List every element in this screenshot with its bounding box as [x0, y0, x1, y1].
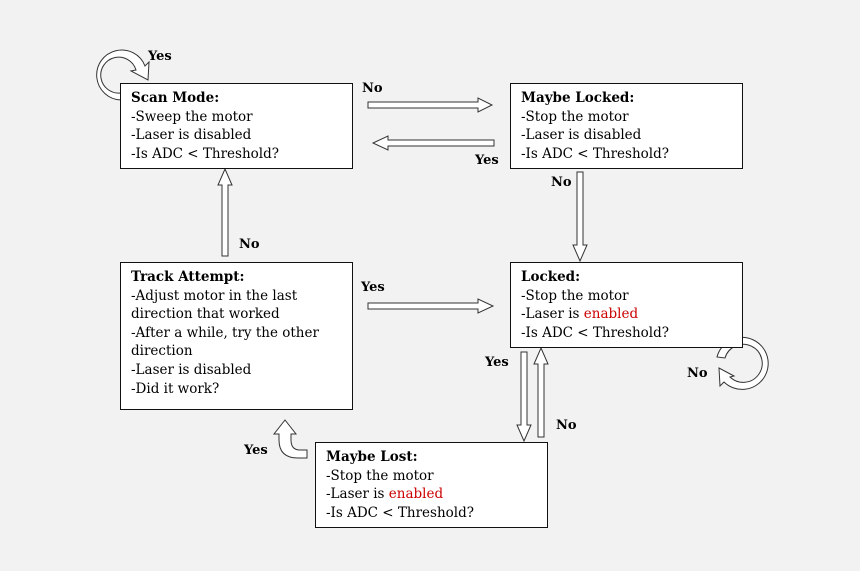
label-track-to-scan-no: No — [239, 237, 260, 252]
track-attempt-line-2: -After a while, try the other direction — [131, 324, 319, 360]
track-attempt-line-3: -Laser is disabled — [131, 361, 252, 378]
arrow-track-to-locked — [367, 298, 495, 314]
arrow-maybe-lost-to-track — [272, 419, 308, 459]
label-maybe-locked-to-locked-no: No — [551, 175, 572, 190]
maybe-locked-line-2: -Laser is disabled — [521, 127, 642, 144]
maybe-lost-enabled-highlight: enabled — [388, 486, 444, 503]
locked-title: Locked: — [521, 269, 581, 285]
track-attempt-line-4: -Did it work? — [131, 380, 220, 397]
label-scan-to-maybe-locked-no: No — [362, 81, 383, 96]
label-locked-self-no: No — [687, 366, 708, 381]
scan-mode-title: Scan Mode: — [131, 90, 220, 106]
label-maybe-lost-to-locked-no: No — [556, 418, 577, 433]
maybe-lost-line-3: -Is ADC < Threshold? — [326, 504, 474, 521]
scan-mode-line-3: -Is ADC < Threshold? — [131, 145, 279, 162]
arrow-maybe-lost-to-locked — [533, 346, 549, 438]
locked-box: Locked: -Stop the motor -Laser is enable… — [510, 262, 743, 348]
label-locked-to-maybe-lost-yes: Yes — [485, 355, 509, 370]
maybe-lost-box: Maybe Lost: -Stop the motor -Laser is en… — [315, 442, 548, 528]
maybe-locked-line-3: -Is ADC < Threshold? — [521, 145, 669, 162]
arrow-scan-self-loop — [96, 49, 150, 101]
label-track-to-locked-yes: Yes — [361, 280, 385, 295]
maybe-lost-title: Maybe Lost: — [326, 449, 418, 465]
maybe-lost-line-2: -Laser is enabled — [326, 485, 537, 504]
label-maybe-lost-to-track-yes: Yes — [244, 443, 268, 458]
label-scan-self-yes: Yes — [148, 49, 172, 64]
arrow-locked-to-maybe-lost — [516, 351, 532, 443]
locked-line-2: -Laser is enabled — [521, 305, 732, 324]
label-maybe-locked-to-scan-yes: Yes — [475, 153, 499, 168]
arrow-maybe-locked-to-scan — [371, 135, 495, 151]
arrow-track-to-scan — [217, 167, 233, 257]
maybe-locked-line-1: -Stop the motor — [521, 108, 629, 125]
arrow-scan-to-maybe-locked — [367, 97, 494, 113]
arrow-locked-self-loop — [716, 336, 769, 390]
arrow-maybe-locked-to-locked — [572, 171, 588, 263]
locked-line-3: -Is ADC < Threshold? — [521, 324, 669, 341]
maybe-locked-title: Maybe Locked: — [521, 90, 635, 106]
track-attempt-line-1: -Adjust motor in the last direction that… — [131, 287, 298, 323]
track-attempt-box: Track Attempt: -Adjust motor in the last… — [120, 262, 353, 410]
locked-enabled-highlight: enabled — [583, 306, 639, 323]
scan-mode-line-1: -Sweep the motor — [131, 108, 253, 125]
track-attempt-title: Track Attempt: — [131, 269, 245, 285]
locked-line-2-prefix: -Laser is — [521, 306, 584, 323]
scan-mode-line-2: -Laser is disabled — [131, 127, 252, 144]
locked-line-1: -Stop the motor — [521, 287, 629, 304]
maybe-lost-line-1: -Stop the motor — [326, 467, 434, 484]
maybe-lost-line-2-prefix: -Laser is — [326, 486, 389, 503]
maybe-locked-box: Maybe Locked: -Stop the motor -Laser is … — [510, 83, 743, 169]
scan-mode-box: Scan Mode: -Sweep the motor -Laser is di… — [120, 83, 353, 169]
